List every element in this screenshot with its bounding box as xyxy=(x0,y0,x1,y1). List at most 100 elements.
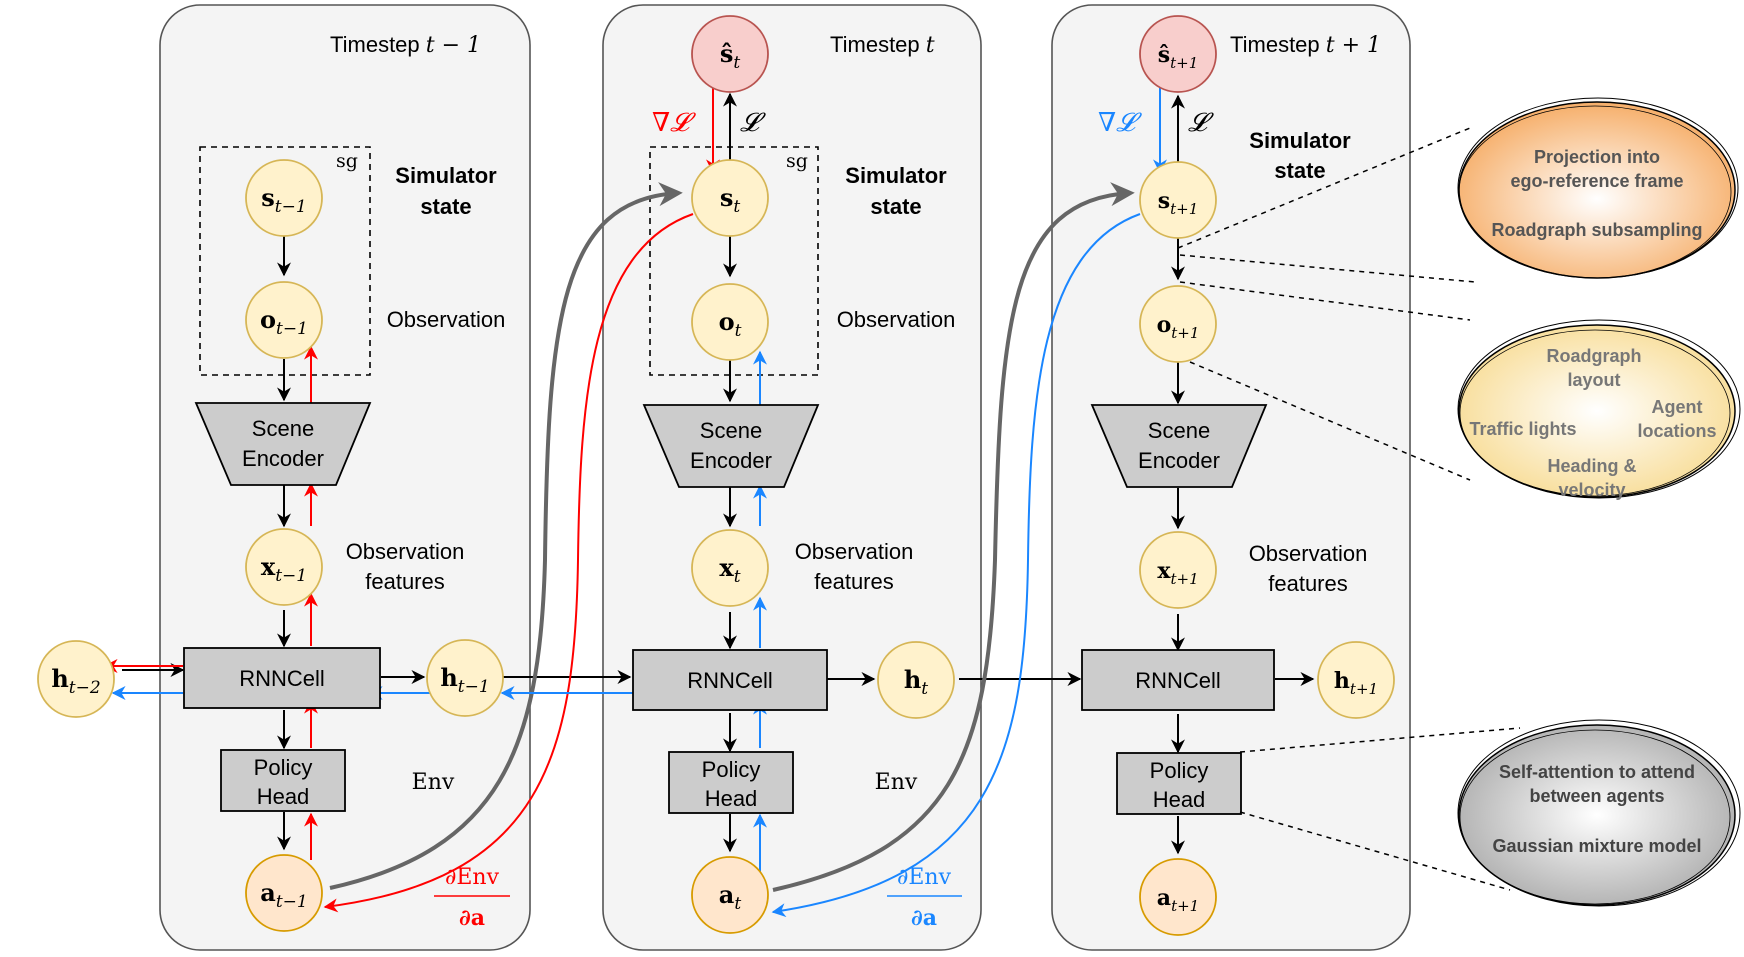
svg-text:at−1: at−1 xyxy=(260,878,307,912)
node-x-t: xt xyxy=(691,529,769,607)
sim-state-label-t-minus-1: Simulator xyxy=(395,163,497,188)
panel-t xyxy=(602,4,982,951)
svg-text:Projection into: Projection into xyxy=(1534,147,1660,167)
svg-text:Gaussian mixture model: Gaussian mixture model xyxy=(1492,836,1701,856)
panel-t-minus-1 xyxy=(159,4,531,951)
svg-text:velocity: velocity xyxy=(1558,480,1625,500)
svg-text:RNNCell: RNNCell xyxy=(687,668,773,693)
svg-text:∂a: ∂a xyxy=(459,905,485,931)
sim-state-label2-t: state xyxy=(870,194,921,219)
derivative-label-blue: ∂Env ∂a xyxy=(887,865,962,931)
sg-label-t-minus-1: sg xyxy=(336,150,358,172)
svg-text:ot: ot xyxy=(719,307,742,341)
svg-text:RNNCell: RNNCell xyxy=(1135,668,1221,693)
node-h-t: ht xyxy=(877,641,955,719)
obs-features-label-t: Observation xyxy=(795,539,914,564)
node-x-t-minus-1: xt−1 xyxy=(245,528,323,606)
transition-arrows xyxy=(329,182,1135,892)
node-o-t-plus-1: ot+1 xyxy=(1139,285,1217,363)
svg-text:st+1: st+1 xyxy=(1158,188,1199,218)
observation-label-t-minus-1: Observation xyxy=(387,307,506,332)
callout-policy: Self-attention to attend between agents … xyxy=(1457,719,1741,907)
scene-encoder-t-plus-1: Scene Encoder xyxy=(1090,404,1268,488)
obs-features-label-t-minus-1: Observation xyxy=(346,539,465,564)
svg-text:∂Env: ∂Env xyxy=(445,865,500,890)
policy-head-t-minus-1: Policy Head xyxy=(220,749,346,812)
svg-text:RNNCell: RNNCell xyxy=(239,666,325,691)
sg-box-t-minus-1 xyxy=(199,146,371,376)
svg-text:st−1: st−1 xyxy=(261,183,306,217)
policy-head-t-plus-1: Policy Head xyxy=(1116,752,1242,815)
svg-text:Encoder: Encoder xyxy=(1138,448,1220,473)
sim-state-label2-t-plus-1: state xyxy=(1274,158,1325,183)
header-t-plus-1: Timestep t + 1 xyxy=(1230,32,1381,58)
obs-features-label-t-plus-1: Observation xyxy=(1249,541,1368,566)
svg-text:Head: Head xyxy=(1153,787,1206,812)
svg-text:Scene: Scene xyxy=(252,416,314,441)
svg-text:Policy: Policy xyxy=(702,757,761,782)
svg-text:ht−2: ht−2 xyxy=(51,664,100,698)
svg-text:xt−1: xt−1 xyxy=(261,552,307,586)
callout-lines xyxy=(1177,127,1521,891)
node-h-t-plus-1: ht+1 xyxy=(1317,641,1395,719)
svg-text:∂a: ∂a xyxy=(911,905,937,931)
sim-state-label-t-plus-1: Simulator xyxy=(1249,128,1351,153)
svg-text:Policy: Policy xyxy=(254,755,313,780)
svg-text:layout: layout xyxy=(1567,370,1620,390)
svg-text:st: st xyxy=(720,183,741,217)
svg-text:ht−1: ht−1 xyxy=(440,663,489,697)
obs-features-label2-t-plus-1: features xyxy=(1268,571,1348,596)
rnncell-t: RNNCell xyxy=(632,649,828,711)
header-t: Timestep t xyxy=(830,32,935,58)
scene-encoder-t-minus-1: Scene Encoder xyxy=(194,402,372,486)
node-a-t-plus-1: at+1 xyxy=(1139,858,1217,936)
svg-text:locations: locations xyxy=(1637,421,1716,441)
svg-text:Encoder: Encoder xyxy=(690,448,772,473)
node-shat-t: ŝt xyxy=(691,15,769,93)
svg-text:ht: ht xyxy=(904,665,928,699)
node-s-t-minus-1: st−1 xyxy=(245,159,323,237)
svg-text:Roadgraph subsampling: Roadgraph subsampling xyxy=(1491,220,1702,240)
sim-state-label2-t-minus-1: state xyxy=(420,194,471,219)
svg-text:Head: Head xyxy=(257,784,310,809)
svg-text:Encoder: Encoder xyxy=(242,446,324,471)
env-label-t: Env xyxy=(875,770,918,795)
rnncell-t-minus-1: RNNCell xyxy=(183,647,381,709)
svg-text:Heading &: Heading & xyxy=(1547,456,1636,476)
node-h-t-minus-2: ht−2 xyxy=(37,640,115,718)
svg-text:ot−1: ot−1 xyxy=(260,305,308,339)
rnncell-t-plus-1: RNNCell xyxy=(1081,649,1275,711)
node-x-t-plus-1: xt+1 xyxy=(1139,531,1217,609)
svg-text:ŝt: ŝt xyxy=(720,39,741,73)
svg-text:xt: xt xyxy=(719,553,740,587)
scene-encoder-t: Scene Encoder xyxy=(642,404,820,488)
svg-text:∂Env: ∂Env xyxy=(897,865,952,890)
svg-text:Policy: Policy xyxy=(1150,758,1209,783)
header-t-minus-1: Timestep t − 1 xyxy=(330,32,481,58)
callout-projection: Projection into ego-reference frame Road… xyxy=(1457,97,1739,279)
callout-observation: Roadgraph layout Traffic lights Agent lo… xyxy=(1457,319,1741,500)
svg-text:Roadgraph: Roadgraph xyxy=(1546,346,1641,366)
svg-text:Traffic lights: Traffic lights xyxy=(1469,419,1576,439)
svg-text:Scene: Scene xyxy=(1148,418,1210,443)
svg-text:at: at xyxy=(719,880,742,914)
sim-state-label-t: Simulator xyxy=(845,163,947,188)
obs-features-label2-t-minus-1: features xyxy=(365,569,445,594)
svg-text:Self-attention to attend: Self-attention to attend xyxy=(1499,762,1695,782)
node-shat-t-plus-1: ŝt+1 xyxy=(1139,15,1217,93)
node-a-t-minus-1: at−1 xyxy=(245,854,323,932)
env-label-t-minus-1: Env xyxy=(412,770,455,795)
node-o-t-minus-1: ot−1 xyxy=(245,281,323,359)
node-a-t: at xyxy=(691,856,769,934)
node-o-t: ot xyxy=(691,283,769,361)
svg-text:ego-reference frame: ego-reference frame xyxy=(1510,171,1683,191)
grad-loss-label-t-plus-1: ∇𝓛 xyxy=(1098,108,1142,138)
svg-text:Scene: Scene xyxy=(700,418,762,443)
node-h-t-minus-1: ht−1 xyxy=(426,639,504,717)
obs-features-label2-t: features xyxy=(814,569,894,594)
svg-text:xt+1: xt+1 xyxy=(1157,558,1198,588)
node-s-t-plus-1: st+1 xyxy=(1139,161,1217,239)
svg-text:ot+1: ot+1 xyxy=(1157,312,1200,342)
svg-text:between agents: between agents xyxy=(1529,786,1664,806)
